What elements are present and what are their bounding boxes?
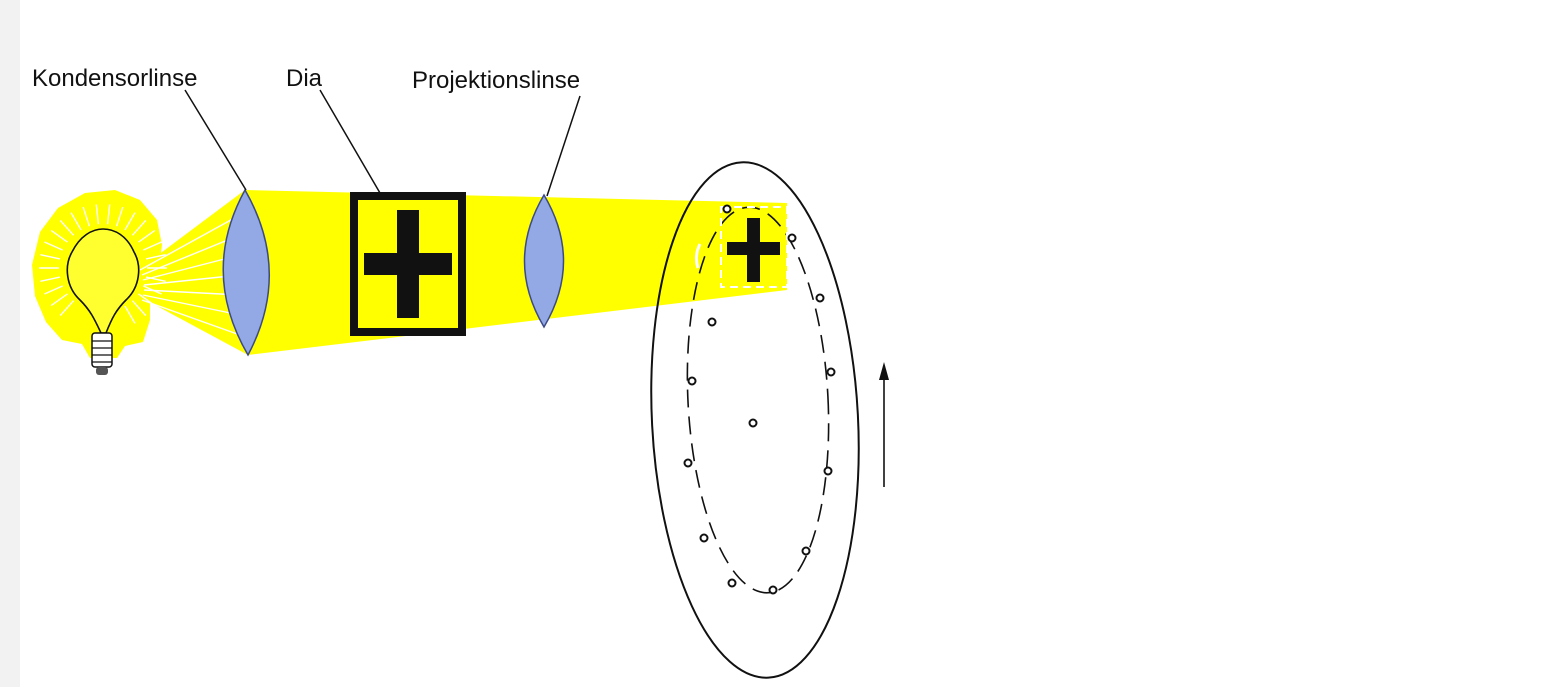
slide-label: Dia [286, 65, 323, 92]
halo-ray [131, 219, 147, 236]
halo-ray [50, 229, 68, 243]
beam-ray [139, 214, 241, 271]
halo-ray [115, 206, 124, 227]
disk-hole [815, 293, 825, 303]
light-bulb-icon [66, 228, 140, 375]
beam-rays [139, 214, 241, 336]
beam-ray [141, 299, 241, 336]
disk-hole [787, 233, 797, 243]
projection-lens [523, 193, 565, 329]
halo-ray [44, 241, 64, 251]
halo-ray [50, 293, 68, 307]
halo-ray [124, 305, 136, 324]
halo-ray [145, 254, 166, 260]
halo-ray [59, 300, 75, 317]
rotation-arrow-icon [879, 362, 889, 487]
halo-ray [95, 204, 100, 225]
beam-main [245, 190, 787, 355]
projected-image-frame [720, 206, 788, 288]
condenser-leader-line [184, 89, 247, 191]
disk-hole [801, 546, 811, 556]
projected-cross-horizontal [727, 242, 780, 255]
condenser-lens [222, 188, 270, 357]
disk-hole [823, 466, 833, 476]
disk-hole [826, 367, 836, 377]
disk-hole [722, 204, 732, 214]
disk-hole [768, 585, 778, 595]
disk-hole [683, 458, 693, 468]
halo-ray [131, 300, 147, 317]
halo-ray [40, 276, 61, 282]
slide-leader-line [319, 89, 381, 194]
beam-cone [118, 190, 248, 355]
glare-mark [694, 243, 702, 269]
disk-hole [699, 533, 709, 543]
halo-ray [40, 254, 61, 260]
bulb-contact [96, 367, 108, 375]
beam-ray [142, 294, 241, 316]
beam-ray [141, 234, 241, 276]
disk-holes [683, 293, 836, 595]
disk-outline [650, 161, 860, 679]
paper-edge-shade [0, 0, 20, 687]
rotation-arrow-head [879, 362, 889, 380]
halo-ray [124, 212, 136, 231]
disk-hole [707, 317, 717, 327]
disk-center-hole [748, 418, 758, 428]
beam-ray [143, 289, 241, 296]
halo-ray [106, 204, 111, 225]
halo-ray [138, 229, 156, 243]
halo-ray [44, 285, 64, 295]
slide-cross-horizontal [364, 253, 452, 275]
projection-label: Projektionslinse [412, 67, 580, 94]
bulb-glass [66, 228, 140, 334]
halo-ray [82, 206, 91, 227]
slide [350, 192, 466, 336]
disk-hole [687, 376, 697, 386]
projection-leader-line [546, 95, 581, 197]
disk-hole [727, 578, 737, 588]
halo-ray [142, 241, 162, 251]
halo-ray [59, 219, 75, 236]
condenser-label: Kondensorlinse [32, 65, 197, 92]
halo-ray [70, 212, 82, 231]
projected-image [694, 204, 797, 288]
